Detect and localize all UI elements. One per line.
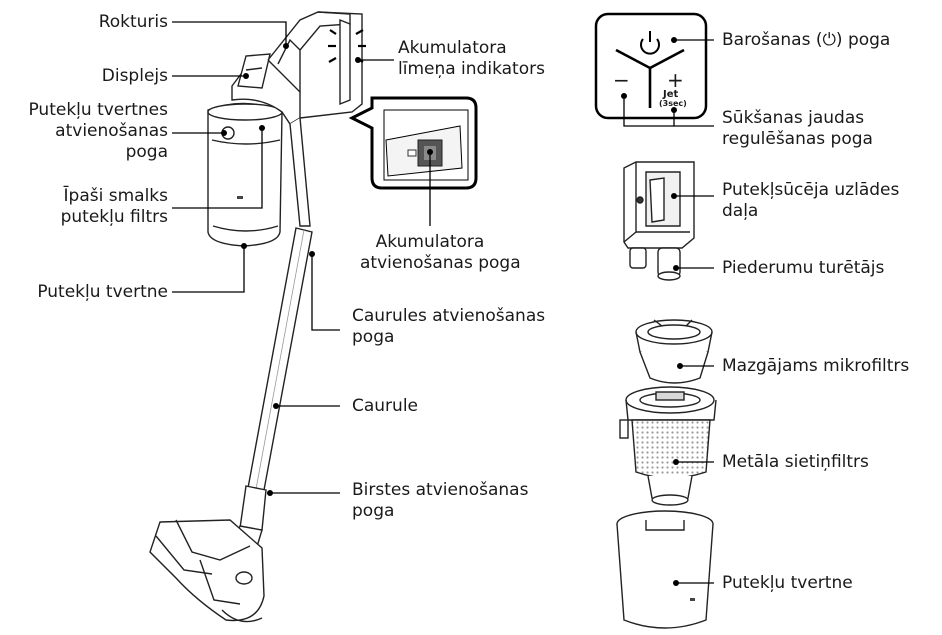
label-rokturis: Rokturis — [98, 12, 168, 32]
control-panel-illustration — [594, 12, 708, 120]
label-uzlades-dala: Putekļsūcēja uzlādes daļa — [722, 180, 900, 221]
label-piederumu-turetajs: Piederumu turētājs — [722, 258, 885, 278]
label-mazgajams-mikrofiltrs: Mazgājams mikrofiltrs — [722, 356, 910, 376]
mesh-filter-illustration — [619, 386, 717, 506]
label-barosanas-poga: Barošanas (⏻) poga — [722, 30, 891, 50]
microfilter-illustration — [635, 319, 713, 384]
label-akumulatora-limena-indikators: Akumulatora līmeņa indikators — [398, 38, 545, 79]
charging-cradle-illustration — [623, 161, 695, 281]
leader-dots — [221, 37, 683, 586]
dust-bin-illustration — [616, 510, 714, 629]
label-displejs: Displejs — [101, 66, 168, 86]
label-metala-sietinfiltrs: Metāla sietiņfiltrs — [722, 452, 869, 472]
label-akumulatora-atvienosana: Akumulatora atvienošanas poga — [360, 232, 521, 273]
battery-zoom-callout — [348, 96, 478, 190]
minus-label: − — [613, 68, 630, 92]
label-birstes-atvienosana: Birstes atvienošanas poga — [352, 480, 529, 521]
power-icon — [640, 31, 660, 55]
label-suksanas-regulesana: Sūkšanas jaudas regulēšanas poga — [722, 108, 873, 149]
leader-lines — [172, 21, 714, 584]
label-putekļu-tvertnes-atvienosana: Putekļu tvertnes atvienošanas poga — [28, 100, 168, 162]
label-ipasi-smalks-filtrs: Īpaši smalks putekļu filtrs — [60, 186, 168, 227]
label-putekļu-tvertne-2: Putekļu tvertne — [722, 573, 853, 593]
jet-time-label: (3sec) — [659, 99, 687, 108]
vacuum-illustration — [149, 11, 366, 623]
plus-label: + — [667, 68, 684, 92]
jet-label: Jet — [663, 89, 679, 100]
label-caurule: Caurule — [352, 396, 419, 416]
label-caurules-atvienosana: Caurules atvienošanas poga — [352, 306, 546, 347]
label-putekļu-tvertne: Putekļu tvertne — [37, 282, 168, 302]
